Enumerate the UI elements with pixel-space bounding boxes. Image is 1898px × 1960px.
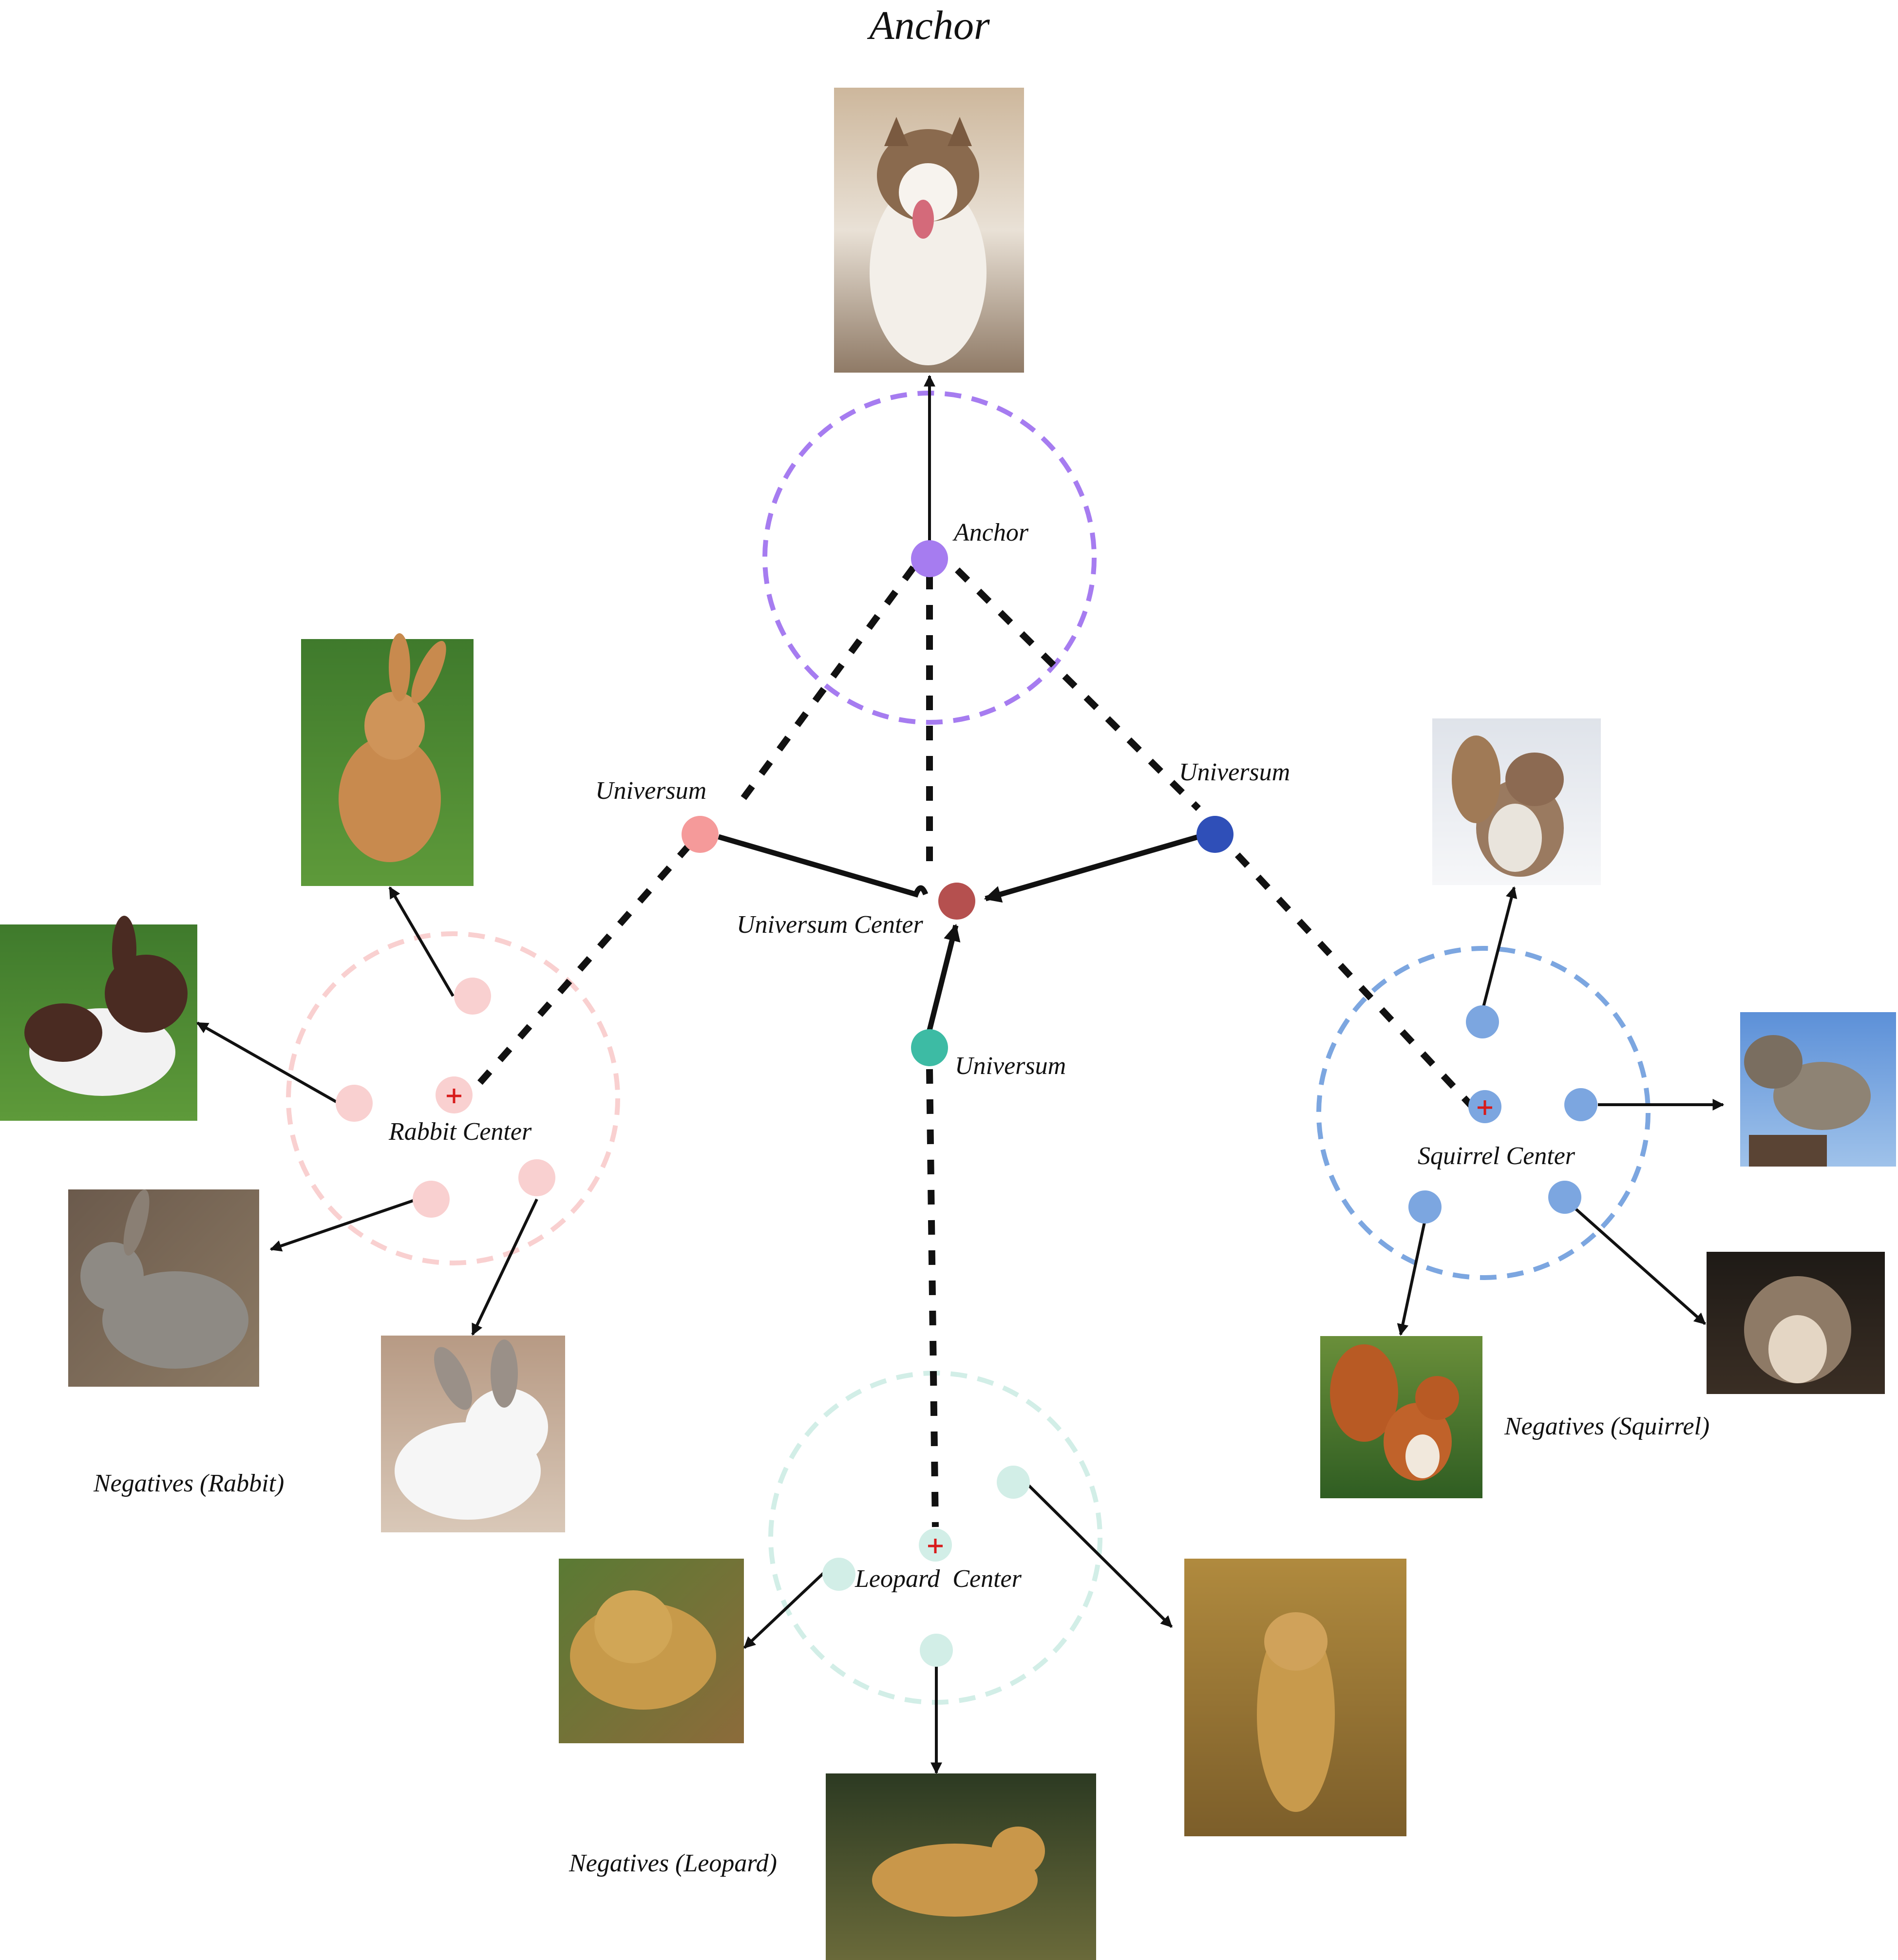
leopard-grass-photo	[826, 1773, 1096, 1960]
universum-arrows	[718, 834, 1199, 1031]
universum-node-pink	[682, 816, 719, 853]
negative-arrows	[196, 375, 1725, 1774]
leopard-walking-photo	[1184, 1559, 1406, 1836]
rabbit-white-photo	[381, 1336, 565, 1532]
universum-right-label: Universum	[1179, 758, 1290, 786]
squirrel-center-label: Squirrel Center	[1418, 1142, 1575, 1170]
rabbit-center-label: Rabbit Center	[388, 1118, 532, 1146]
dashed-connections	[470, 565, 1474, 1527]
squirrel-nodes	[1408, 1005, 1597, 1224]
rabbit-nodes	[336, 978, 555, 1218]
universum-center-label: Universum Center	[737, 911, 923, 939]
rabbit-gray-photo	[68, 1189, 259, 1387]
negatives-squirrel-label: Negatives (Squirrel)	[1504, 1413, 1709, 1440]
squirrel-cluster-circle	[1316, 946, 1651, 1280]
husky-dog-photo	[834, 88, 1024, 373]
universum-left-label: Universum	[595, 777, 706, 805]
negatives-rabbit-label: Negatives (Rabbit)	[93, 1470, 284, 1497]
universum-center-node	[938, 883, 975, 920]
leopard-center-label: Leopard Center	[854, 1565, 1022, 1593]
anchor-node	[911, 540, 948, 577]
universum-bottom-label: Universum	[955, 1052, 1066, 1080]
squirrel-gray-photo	[1740, 1012, 1896, 1167]
rabbit-cluster-circle	[286, 931, 620, 1265]
universum-node-teal	[911, 1029, 948, 1066]
squirrel-red-photo	[1320, 1336, 1482, 1498]
rabbit-brown-white-photo	[0, 916, 197, 1121]
center-plus-icons	[447, 1089, 1492, 1553]
rabbit-orange-photo	[301, 633, 474, 886]
squirrel-front-photo	[1707, 1252, 1885, 1394]
anchor-label: Anchor	[952, 519, 1029, 547]
leopard-crouching-photo	[559, 1559, 744, 1743]
negatives-leopard-label: Negatives (Leopard)	[569, 1849, 777, 1877]
universum-node-blue	[1196, 816, 1234, 853]
diagram-title: Anchor	[867, 3, 990, 48]
squirrel-winter-photo	[1432, 718, 1601, 885]
